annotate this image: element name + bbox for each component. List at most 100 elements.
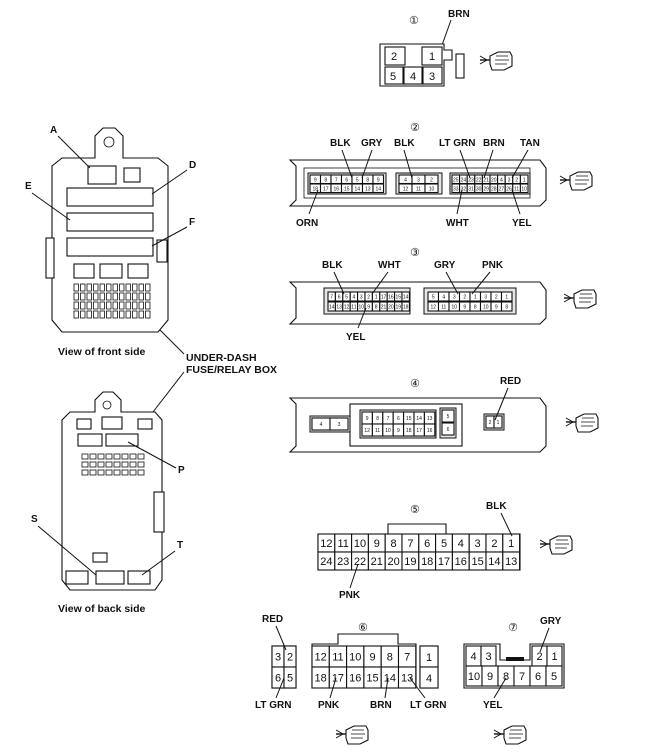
c2-a-pin: 18 [312,186,318,192]
fuse-slot [125,292,131,301]
c2-b-cell [424,183,439,194]
fuse-slot [132,283,138,292]
c2-leader-tan [511,149,529,179]
fuse-slot [121,461,129,468]
c6-mid-pin: 11 [332,652,343,664]
fuse-slot [86,283,92,292]
c3-a-pin: 1 [375,295,378,301]
fuse-slot [80,310,86,319]
probe-hand-icon [539,535,573,555]
c3-b-pin: 4 [442,295,445,301]
c3-b-pin: 3 [453,295,456,301]
c4-mid-pin: 13 [427,416,433,422]
c3-a-pin: 3 [360,295,363,301]
callout-s-leader [37,525,97,576]
c2-c-pin: 29 [483,186,489,192]
c2-leader-brn [483,149,494,179]
c6-left-pin: 6 [275,673,281,685]
fuse-slot [129,469,137,476]
c3-b-cell [500,301,513,312]
fuse-slot [112,283,118,292]
c3-a-pin: 15 [396,295,402,301]
c4-mid-pin: 11 [375,428,380,434]
c6-mid-pin: 12 [315,652,327,664]
c6-mid-pin: 15 [366,673,378,685]
c2-wire-brn: BRN [483,138,505,149]
c2-c-pin: 30 [476,186,482,192]
c3-a-pin: 7 [330,295,333,301]
c3-a-cell [401,291,410,302]
c3-a-pin: 11 [351,305,356,311]
c6-mid-cell [397,666,417,689]
connector-5-number: ⑤ [410,503,420,516]
c2-a-pin: 17 [323,186,329,192]
fuse-slot [80,301,86,310]
c7-bot-pin: 6 [535,671,541,683]
c4-side-pin: 5 [447,414,450,420]
c7-bot-pin: 8 [503,671,509,683]
fuse-slot [132,301,138,310]
c2-c-pin: 21 [483,177,489,183]
c5-bot-pin: 22 [354,556,366,568]
fuse-slot [93,292,99,301]
c2-c-pin: 20 [491,177,497,183]
c4-mid-pin: 10 [385,428,391,434]
fuse-box-back [61,391,165,591]
callout-p-leader [127,441,177,469]
fuse-slot [73,283,79,292]
c5-bot-pin: 21 [371,556,383,568]
fuse-slot [99,292,105,301]
c3-b-pin: 8 [474,305,477,311]
c4-mid-pin: 9 [366,416,369,422]
c4-right-cell [493,415,503,429]
c5-bot-pin: 18 [421,556,433,568]
c2-a-pin: 16 [333,186,339,192]
c4-mid-pin: 17 [416,428,422,434]
c3-leader-yel [357,307,367,329]
c5-wire-blk: BLK [486,501,507,512]
c2-leader-orn [308,189,319,215]
callout-f: F [189,217,195,228]
fuse-slot [80,283,86,292]
callout-t-leader [141,550,176,576]
c4-leader-red [494,387,509,421]
c3-a-cell [401,301,410,312]
c6-mid-pin: 14 [384,673,396,685]
connector-3-number: ③ [410,246,420,259]
c2-b-pin: 4 [404,177,407,183]
c6-mid-pin: 18 [315,673,327,685]
c2-c-pin: 26 [506,186,512,192]
fuse-slot [106,301,112,310]
fuse-box-front [45,127,169,333]
c6-leader-red [275,625,287,651]
c5-bot-pin: 20 [387,556,399,568]
fuse-slot [73,292,79,301]
fuse-box-leader-front [159,329,185,355]
c6-mid-pin: 7 [404,652,410,664]
c3-a-pin: 9 [367,305,370,311]
c3-a-pin: 10 [359,305,365,311]
back-caption: View of back side [58,603,146,615]
c7-top-pin: 2 [536,651,542,663]
c2-wire-yel: YEL [512,218,531,229]
c6-right-pin: 4 [426,673,432,685]
c2-a-pin: 7 [335,177,338,183]
c2-a-pin: 13 [365,186,371,192]
c3-a-pin: 16 [388,295,394,301]
c2-a-pin: 9 [314,177,317,183]
c6-left-pin: 3 [275,652,281,664]
fuse-slot [121,453,129,460]
c4-mid-pin: 14 [416,416,422,422]
c2-wire-blk-2: BLK [394,138,415,149]
c2-a-pin: 8 [324,177,327,183]
c3-a-pin: 4 [353,295,356,301]
fuse-slot [80,292,86,301]
fuse-slot [81,461,89,468]
c7-top-pin: 3 [485,651,491,663]
c7-top-pin: 4 [470,651,476,663]
c6-leader-ltgrn2 [409,677,426,699]
